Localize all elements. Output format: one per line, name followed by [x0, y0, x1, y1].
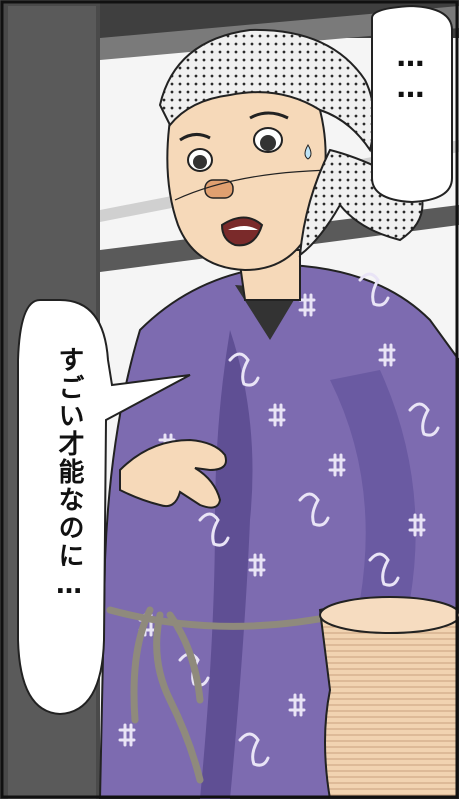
speech-text-top-right: ……: [394, 40, 427, 102]
speech-text-left: すごい才能なのに…: [54, 346, 84, 602]
basket: [318, 596, 459, 799]
speech-bubble-top-right: [371, 4, 453, 204]
rope-belt: [106, 606, 344, 784]
hand: [119, 438, 227, 509]
speech-bubble-left: [17, 299, 191, 716]
